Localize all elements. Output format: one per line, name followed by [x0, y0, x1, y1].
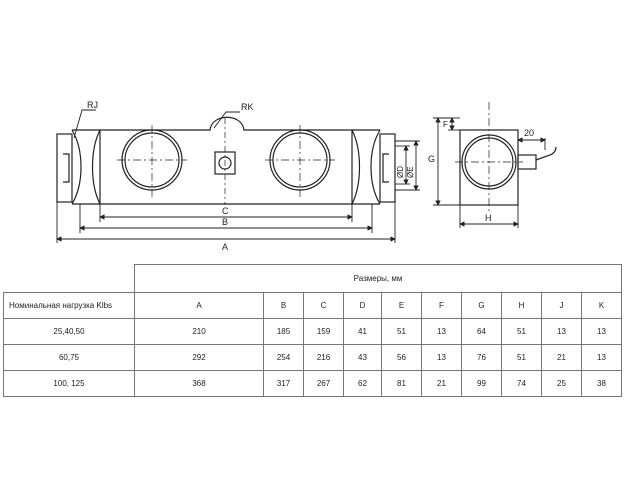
- row-label: 60,75: [3, 344, 135, 371]
- label-rj: RJ: [87, 100, 98, 110]
- left-end-plate: [56, 133, 73, 203]
- table-corner: [3, 264, 135, 293]
- table-cell: 292: [134, 344, 264, 371]
- table-cell: 317: [263, 370, 304, 397]
- table-cell: 210: [134, 318, 264, 345]
- table-cell: 13: [541, 318, 582, 345]
- column-header: G: [461, 292, 502, 319]
- table-row-header: Номинальная нагрузка Klbs: [3, 292, 135, 319]
- column-header: C: [303, 292, 344, 319]
- column-header: H: [501, 292, 542, 319]
- table-cell: 21: [421, 370, 462, 397]
- column-header: B: [263, 292, 304, 319]
- table-row: 100, 125 368 317 267 62 81 21 99 74 25 3…: [3, 370, 622, 397]
- left-end-neck: [71, 129, 101, 205]
- table-cell: 25: [541, 370, 582, 397]
- label-h: H: [485, 213, 492, 223]
- row-label: 25,40,50: [3, 318, 135, 345]
- table-cell: 62: [343, 370, 382, 397]
- cable-gland: [517, 154, 537, 170]
- label-b: B: [222, 217, 228, 227]
- table-cell: 51: [501, 318, 542, 345]
- table-cell: 81: [381, 370, 422, 397]
- table-cell: 267: [303, 370, 344, 397]
- table-cell: 43: [343, 344, 382, 371]
- right-end-neck: [351, 129, 381, 205]
- table-group-header-row: Размеры, мм: [3, 264, 622, 293]
- table-cell: 13: [421, 318, 462, 345]
- table-cell: 38: [581, 370, 622, 397]
- column-header: K: [581, 292, 622, 319]
- label-phi-e: ØE: [406, 166, 415, 178]
- table-cell: 159: [303, 318, 344, 345]
- column-header: D: [343, 292, 382, 319]
- table-cell: 368: [134, 370, 264, 397]
- column-header: A: [134, 292, 264, 319]
- table-cell: 64: [461, 318, 502, 345]
- table-cell: 51: [381, 318, 422, 345]
- table-row: 25,40,50 210 185 159 41 51 13 64 51 13 1…: [3, 318, 622, 345]
- table-cell: 185: [263, 318, 304, 345]
- label-a: A: [222, 242, 228, 252]
- table-cell: 51: [501, 344, 542, 371]
- label-c: C: [222, 206, 229, 216]
- label-phi-d: ØD: [396, 166, 405, 178]
- row-label: 100, 125: [3, 370, 135, 397]
- table-cell: 41: [343, 318, 382, 345]
- table-row: 60,75 292 254 216 43 56 13 76 51 21 13: [3, 344, 622, 371]
- table-cell: 13: [421, 344, 462, 371]
- label-rk: RK: [241, 102, 254, 112]
- label-g: G: [428, 154, 435, 164]
- table-cell: 56: [381, 344, 422, 371]
- right-end-plate: [379, 133, 396, 203]
- column-header: J: [541, 292, 582, 319]
- column-header: F: [421, 292, 462, 319]
- table-cell: 99: [461, 370, 502, 397]
- side-view: [455, 102, 557, 212]
- column-header: E: [381, 292, 422, 319]
- front-view-callouts: [56, 109, 420, 243]
- table-group-header: Размеры, мм: [134, 264, 622, 293]
- dimensions-table: Размеры, мм Номинальная нагрузка Klbs A …: [3, 264, 622, 397]
- front-view: [56, 116, 396, 205]
- label-f: F: [443, 120, 448, 129]
- beam-body: [99, 116, 353, 205]
- label-20: 20: [524, 128, 534, 138]
- table-cell: 254: [263, 344, 304, 371]
- side-view-callouts: [433, 117, 546, 228]
- technical-drawing: RJ RK C B A ØD ØE F G H 20: [56, 100, 557, 252]
- table-cell: 76: [461, 344, 502, 371]
- table-cell: 74: [501, 370, 542, 397]
- cable: [535, 146, 557, 161]
- table-cell: 216: [303, 344, 344, 371]
- table-cell: 21: [541, 344, 582, 371]
- table-cell: 13: [581, 344, 622, 371]
- table-cell: 13: [581, 318, 622, 345]
- table-header-row: Номинальная нагрузка Klbs A B C D E F G …: [3, 292, 622, 319]
